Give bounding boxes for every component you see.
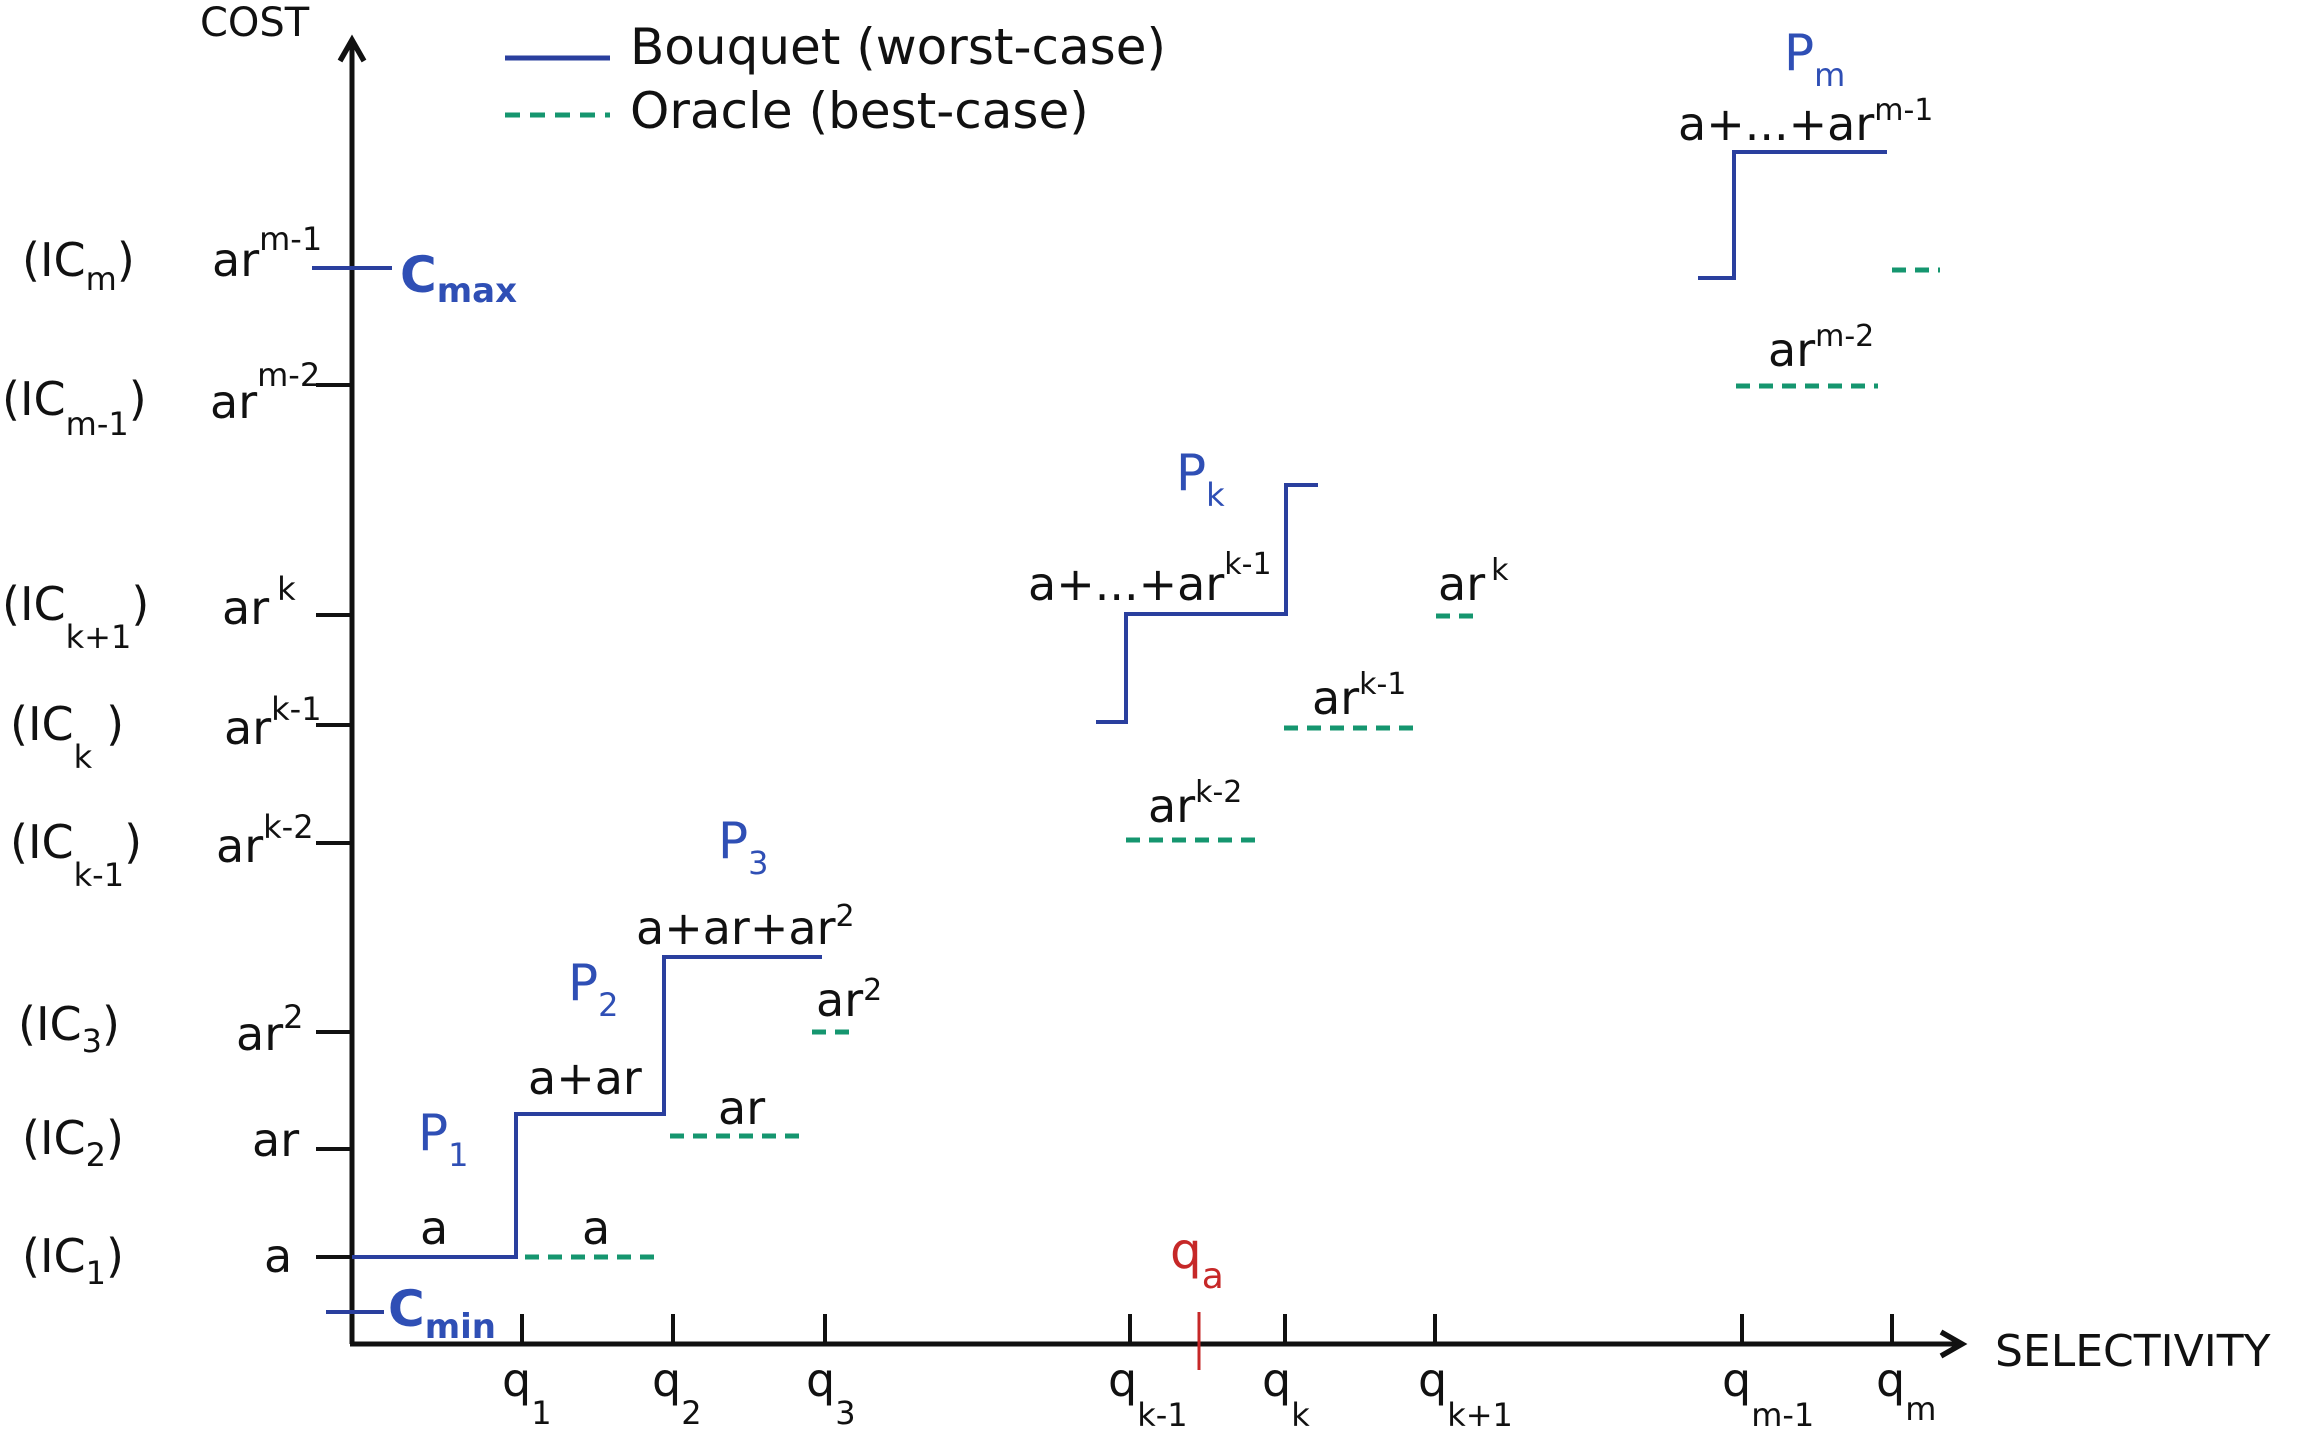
x-axis-title: SELECTIVITY [1995,1326,2271,1377]
plan-label-p1: P1 [418,1104,469,1174]
x-tick-label-q1: q1 [502,1353,552,1432]
contour-label-ick+1: (ICk+1) [2,577,149,656]
oracle-cost-label-1: a [582,1201,610,1255]
cmax-label: Cmax [400,246,517,311]
contour-label-ick: (ICk) [10,697,124,776]
contour-label-ic1: (IC1) [22,1229,124,1292]
x-tick-label-qk: qk [1262,1353,1310,1434]
plan-label-pm: Pm [1784,24,1845,94]
legend-bouquet-label: Bouquet (worst-case) [630,18,1166,76]
contour-label-ick-1: (ICk-1) [10,815,142,894]
bouquet-cost-labels: a a+ar a+ar+ar2 a+...+ark-1 a+...+arm-1 [420,93,1933,1255]
plan-label-p2: P2 [568,954,619,1024]
contour-label-icm-1: (ICm-1) [2,372,147,443]
x-tick-label-qm: qm [1876,1353,1936,1428]
contour-labels: (IC1) (IC2) (IC3) (ICk-1) (ICk) (ICk+1) … [2,233,149,1292]
oracle-cost-label-2: ar [718,1081,765,1135]
oracle-cost-label-m-1: arm-2 [1768,319,1874,377]
bouquet-cost-label-3: a+ar+ar2 [636,899,855,955]
y-ticks [316,383,352,1259]
contour-label-ic3: (IC3) [18,997,120,1060]
oracle-cost-label-k: ark-1 [1312,667,1406,725]
oracle-cost-label-k-1: ark-2 [1148,775,1242,833]
qa-label: qa [1170,1222,1224,1297]
cost-label-ick: ark-1 [224,690,322,755]
y-axis-title: COST [200,0,310,46]
bouquet-cost-label-2: a+ar [528,1051,642,1105]
bouquet-cost-label-k: a+...+ark-1 [1028,547,1272,611]
x-ticks [520,1314,1894,1344]
plan-labels: P1 P2 P3 Pk Pm [418,24,1845,1174]
axes [337,34,1968,1359]
bouquet-step-p1-p3 [352,955,822,1259]
oracle-segments [525,267,1940,1260]
cost-label-ic1: a [264,1229,292,1283]
contour-label-ic2: (IC2) [22,1111,124,1174]
bouquet-cost-label-1: a [420,1201,448,1255]
cost-label-ic2: ar [252,1113,299,1167]
legend: Bouquet (worst-case) Oracle (best-case) [505,18,1166,140]
plan-label-pk: Pk [1176,444,1225,514]
cost-label-icm: arm-1 [212,220,322,287]
cmin-label: Cmin [388,1280,496,1347]
cost-label-icm-1: arm-2 [210,356,320,429]
plan-label-p3: P3 [718,812,769,882]
x-tick-labels: q1 q2 q3 qk-1 qk qk+1 qm-1 qm [502,1353,1936,1434]
contour-label-icm: (ICm) [22,233,135,298]
x-tick-label-qk+1: qk+1 [1418,1353,1513,1434]
x-tick-label-q2: q2 [652,1353,702,1432]
legend-oracle-label: Oracle (best-case) [630,82,1089,140]
oracle-cost-label-3: ar2 [816,973,882,1027]
x-tick-label-q3: q3 [806,1353,856,1432]
x-tick-label-qk-1: qk-1 [1108,1353,1188,1434]
bouquet-cost-label-m: a+...+arm-1 [1678,93,1933,151]
bouquet-steps [352,150,1887,1259]
bouquet-step-pm [1698,150,1887,280]
x-tick-label-qm-1: qm-1 [1722,1353,1814,1434]
cost-label-ick-1: ark-2 [216,808,314,873]
bouquet-step-pk [1096,483,1318,724]
cost-label-ic3: ar2 [236,998,303,1061]
